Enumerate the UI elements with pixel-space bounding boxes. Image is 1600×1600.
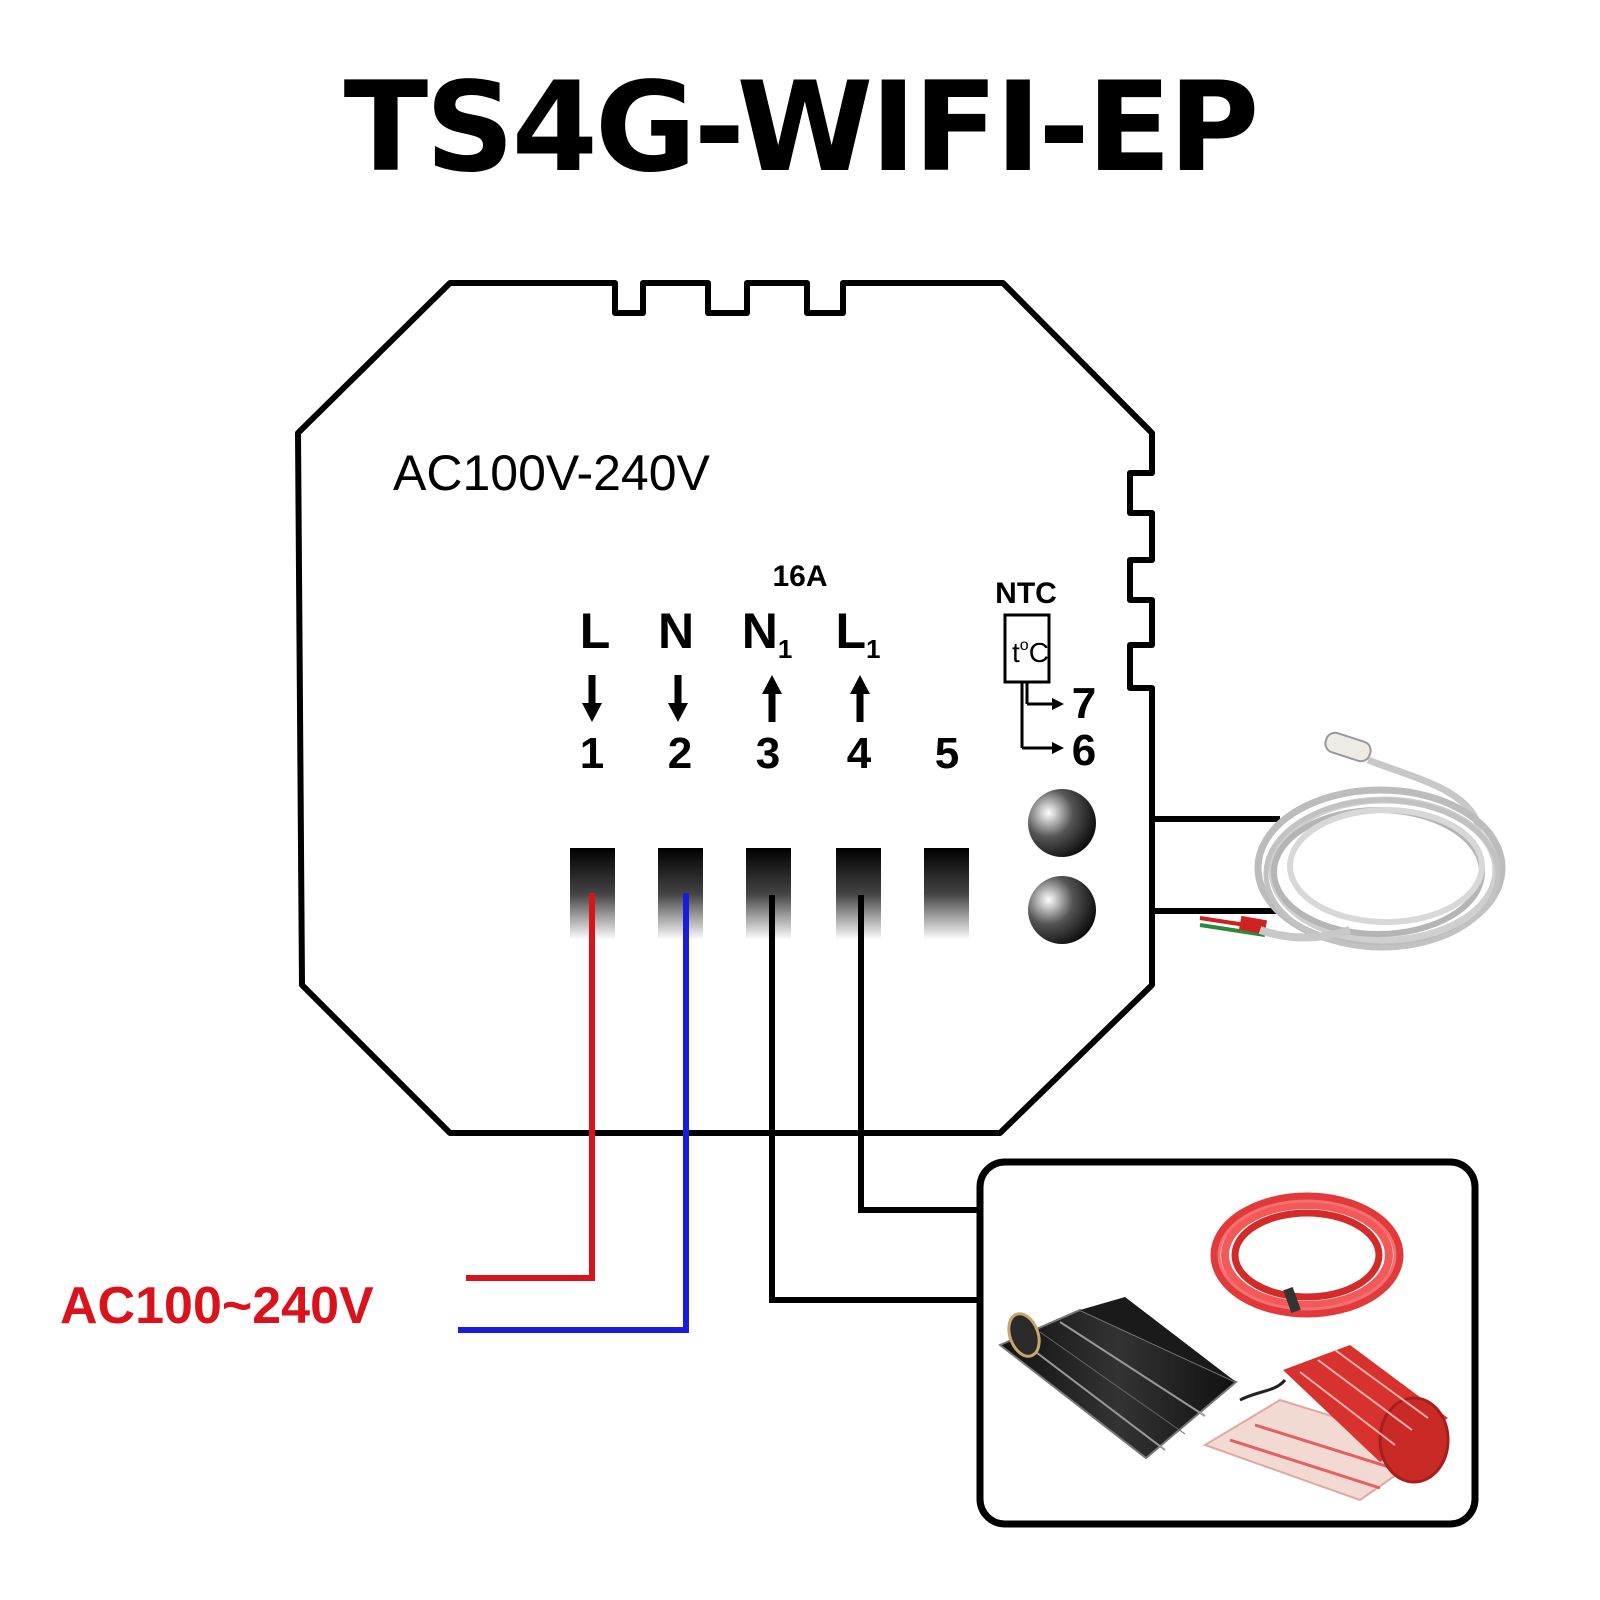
terminal-number-2: 2 bbox=[668, 729, 692, 778]
load-wire-l1 bbox=[858, 895, 978, 1213]
heating-cable-coil-icon bbox=[1210, 1192, 1404, 1318]
heating-film-roll-icon bbox=[998, 1297, 1238, 1460]
sensor-port-7 bbox=[1028, 789, 1096, 857]
sensor-terminal-7: 7 bbox=[1072, 679, 1096, 728]
terminal-number-4: 4 bbox=[847, 729, 872, 778]
arrow-up-icon bbox=[762, 675, 782, 722]
sensor-terminal-6: 6 bbox=[1072, 726, 1096, 775]
terminal-block-5 bbox=[924, 848, 969, 940]
sensor-port-6 bbox=[1028, 876, 1096, 944]
terminal-block-2 bbox=[658, 848, 703, 940]
rated-voltage-label: AC100V-240V bbox=[393, 445, 711, 501]
terminal-number-3: 3 bbox=[756, 729, 780, 778]
supply-voltage-label: AC100~240V bbox=[60, 1277, 374, 1335]
heating-mat-roll-icon bbox=[1202, 1345, 1450, 1502]
terminal-label-n: N bbox=[658, 603, 694, 659]
heating-load-box bbox=[976, 1158, 1479, 1528]
ntc-sensor-icon: toC bbox=[1003, 613, 1064, 754]
terminal-label-n1: N1 bbox=[742, 603, 793, 664]
arrow-up-icon bbox=[850, 675, 870, 722]
current-rating-label: 16A bbox=[772, 560, 827, 593]
load-wire-n1 bbox=[769, 895, 978, 1303]
neutral-supply-wire bbox=[458, 893, 689, 1333]
terminal-block-3 bbox=[746, 848, 791, 940]
arrow-down-icon bbox=[668, 675, 688, 722]
live-supply-wire bbox=[466, 893, 595, 1281]
ntc-sensor-cable-icon bbox=[1199, 731, 1506, 951]
terminal-number-1: 1 bbox=[580, 729, 604, 778]
device-outline bbox=[295, 280, 1155, 1136]
terminal-label-l1: L1 bbox=[835, 603, 880, 664]
terminal-number-5: 5 bbox=[935, 729, 959, 778]
arrow-down-icon bbox=[582, 675, 602, 722]
ntc-label: NTC bbox=[995, 577, 1057, 610]
svg-text:toC: toC bbox=[1012, 637, 1049, 668]
page-title: TS4G-WIFI-EP bbox=[344, 56, 1257, 200]
terminal-label-l: L bbox=[580, 603, 611, 659]
